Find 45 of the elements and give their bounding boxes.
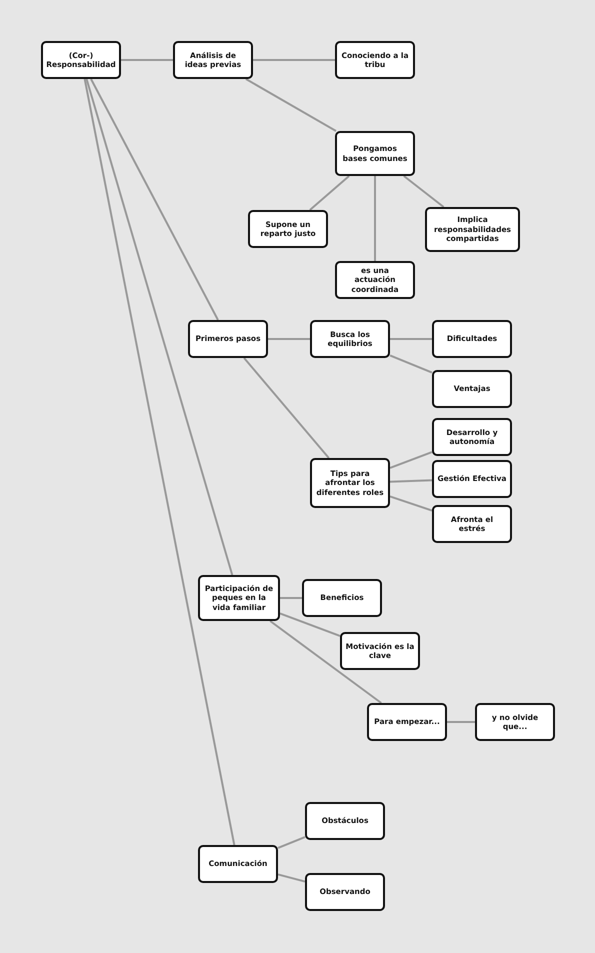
connector-line [390,479,432,483]
topic-box [305,873,385,911]
connector-line [90,78,219,320]
connector-line [86,78,234,576]
topic-box [173,41,253,79]
topic-box [41,41,121,79]
topic-box [425,207,520,252]
topic-box [475,703,555,741]
connector-line [280,612,340,637]
topic-box [432,370,512,408]
connector-line [390,451,432,469]
topic-box [432,505,512,543]
connector-line [84,78,236,846]
connector-line [309,175,350,211]
connector-line [253,59,335,61]
connector-line [403,175,444,208]
topic-box [198,845,278,883]
topic-box [310,320,390,358]
topic-box [310,458,390,508]
connector-line [390,354,432,374]
connector-line [268,338,310,340]
connector-line [121,59,173,61]
topic-box [367,703,447,741]
connector-line [278,874,306,882]
topic-box [432,320,512,358]
topic-box [432,460,512,498]
topic-box [248,210,328,248]
connector-line [447,721,475,723]
connector-line [245,78,337,132]
connector-line [390,496,432,512]
connector-line [374,176,376,261]
topic-box [335,41,415,79]
topic-box [305,802,385,840]
topic-box [198,575,280,621]
connector-line [270,620,382,704]
connector-line [390,338,432,340]
topic-box [340,632,420,670]
connector-line [278,836,306,849]
topic-box [432,418,512,456]
topic-box [335,131,415,176]
topic-box [302,579,382,617]
topic-box [188,320,268,358]
connector-line [280,597,302,599]
topic-box [335,261,415,299]
connector-line [243,357,330,459]
